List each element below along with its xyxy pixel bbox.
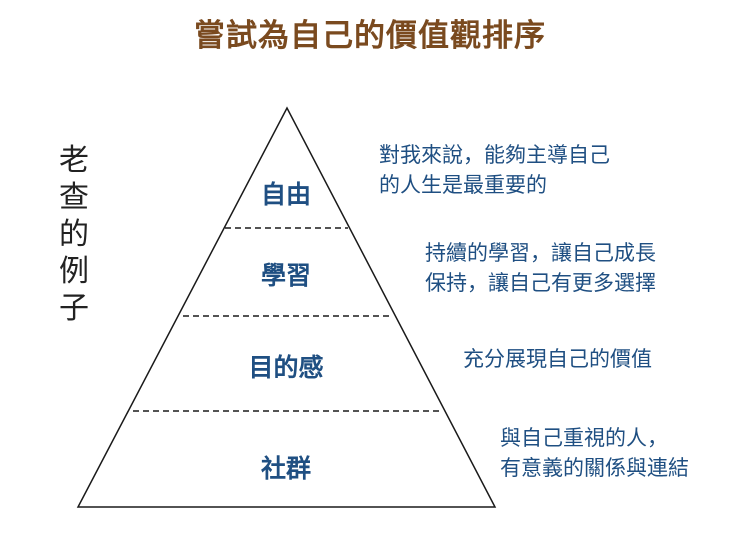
level-label-purpose: 目的感 (248, 353, 324, 382)
side-label-char: 查 (59, 180, 89, 215)
description-line: 的人生是最重要的 (379, 173, 547, 197)
level-label-learning: 學習 (260, 261, 312, 290)
description-line: 對我來說，能夠主導自己 (379, 143, 610, 167)
description-line: 持續的學習，讓自己成長 (425, 241, 656, 265)
level-description-learning: 持續的學習，讓自己成長 保持，讓自己有更多選擇 (425, 238, 656, 298)
level-description-freedom: 對我來說，能夠主導自己 的人生是最重要的 (379, 140, 610, 200)
level-description-purpose: 充分展現自己的價值 (463, 344, 652, 374)
pyramid-outline (76, 106, 497, 508)
side-label-char: 老 (59, 143, 89, 178)
level-description-community: 與自己重視的人， 有意義的關係與連結 (500, 423, 689, 483)
description-line: 與自己重視的人， (500, 426, 668, 450)
page-title: 嘗試為自己的價值觀排序 (194, 18, 546, 54)
description-line: 保持，讓自己有更多選擇 (425, 271, 656, 295)
level-label-community: 社群 (260, 454, 312, 483)
side-label-char: 的 (59, 217, 89, 252)
description-line: 充分展現自己的價值 (463, 347, 652, 371)
side-label-char: 子 (59, 291, 89, 326)
side-label-char: 例 (59, 254, 89, 289)
side-vertical-label: 老 查 的 例 子 (52, 142, 96, 327)
level-label-freedom: 自由 (260, 180, 312, 209)
description-line: 有意義的關係與連結 (500, 456, 689, 480)
